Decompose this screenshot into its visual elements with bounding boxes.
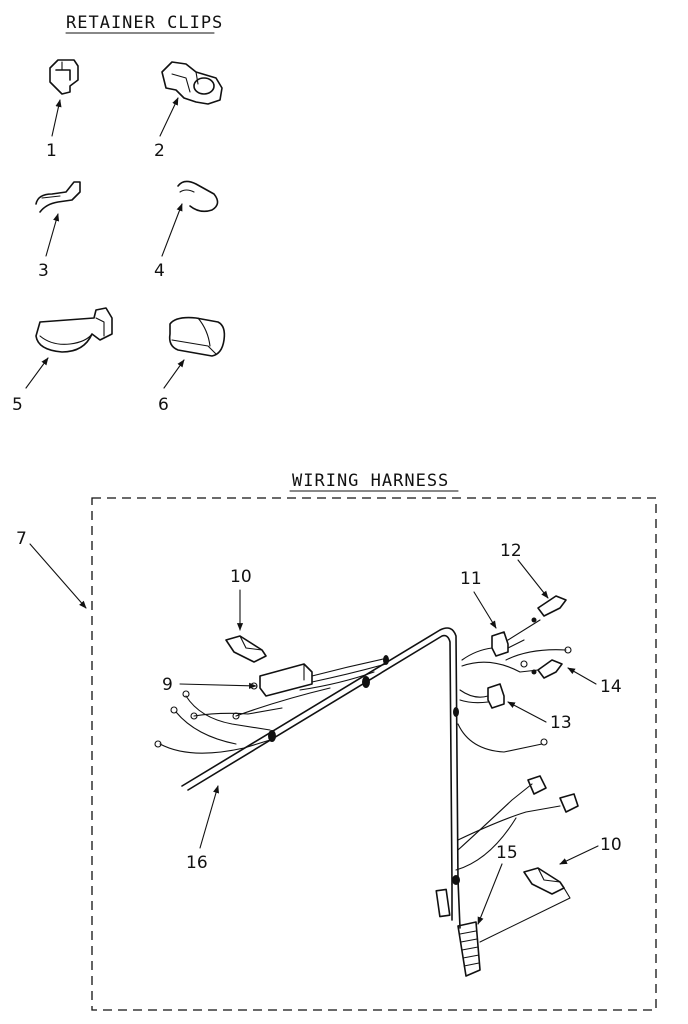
harness-end-sleeve	[435, 888, 451, 918]
clip-3-leader	[45, 213, 60, 257]
callout-14: 14	[600, 677, 622, 697]
clip-1-drawing	[49, 59, 79, 95]
callout-6: 6	[158, 395, 169, 415]
clip-4-leader	[161, 203, 183, 257]
callout-13: 13	[550, 713, 572, 733]
callout-1: 1	[46, 141, 57, 161]
callout-3: 3	[38, 261, 49, 281]
clip-2-leader	[159, 97, 179, 137]
callout-16-leader	[199, 785, 220, 849]
callout-10-right-leader	[559, 845, 599, 865]
callout-14-leader	[567, 667, 597, 685]
callout-15-leader	[477, 863, 503, 925]
connector-11	[461, 619, 541, 661]
terminal-12	[531, 595, 567, 623]
callout-11: 11	[460, 569, 482, 589]
clip-5-drawing	[35, 307, 113, 353]
wiring-harness-title: WIRING HARNESS	[292, 471, 449, 491]
terminal-14	[461, 646, 572, 679]
callout-13-leader	[507, 701, 547, 723]
callout-9-leader	[179, 682, 257, 689]
terminal-block-9	[259, 663, 313, 697]
clip-3-drawing	[35, 181, 81, 213]
clip-2-drawing	[161, 61, 223, 105]
harness-main-bundle	[181, 627, 461, 929]
harness-boundary-box	[91, 497, 657, 1011]
terminal-10-left	[225, 635, 267, 663]
callout-9: 9	[162, 675, 173, 695]
clip-1-leader	[51, 99, 62, 137]
callout-10-left: 10	[230, 567, 252, 587]
callout-2: 2	[154, 141, 165, 161]
connector-15	[457, 921, 481, 977]
callout-4: 4	[154, 261, 165, 281]
callout-15: 15	[496, 843, 518, 863]
clip-4-drawing	[177, 180, 219, 213]
callout-7-leader	[29, 543, 87, 609]
callout-5: 5	[12, 395, 23, 415]
callout-16: 16	[186, 853, 208, 873]
connector-13	[459, 683, 505, 709]
clip-6-leader	[163, 359, 185, 389]
callout-11-leader	[473, 591, 497, 629]
callout-12-leader	[517, 559, 549, 599]
retainer-clips-title: RETAINER CLIPS	[66, 13, 223, 33]
left-lead-wires	[154, 657, 389, 754]
callout-12: 12	[500, 541, 522, 561]
clip-6-drawing	[168, 316, 226, 357]
clip-5-leader	[25, 357, 49, 389]
right-lead-wires	[455, 723, 561, 871]
callout-7: 7	[16, 529, 27, 549]
right-connectors	[527, 775, 579, 813]
callout-10-right: 10	[600, 835, 622, 855]
terminal-10-right	[479, 867, 571, 943]
